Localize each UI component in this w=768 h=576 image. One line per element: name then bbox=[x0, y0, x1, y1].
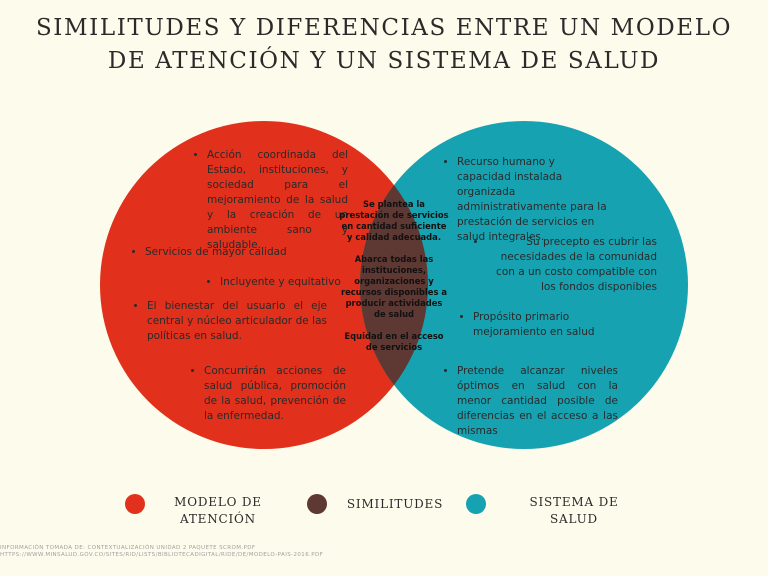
modelo-item-5: Concurrirán acciones de salud pública, p… bbox=[190, 364, 346, 424]
legend-label-modelo: MODELO DE ATENCIÓN bbox=[174, 495, 262, 526]
title-line-2: DE ATENCIÓN Y UN SISTEMA DE SALUD bbox=[107, 48, 661, 74]
sistema-circle bbox=[360, 121, 688, 449]
modelo-item-4: El bienestar del usuario el eje central … bbox=[133, 299, 327, 344]
legend-label-similitudes: SIMILITUDES bbox=[346, 497, 444, 511]
similitud-3: Equidad en el acceso de servicios bbox=[344, 331, 444, 352]
modelo-item-3: Incluyente y equitativo bbox=[206, 275, 346, 290]
legend-dot-modelo bbox=[125, 494, 145, 514]
modelo-item-1: Acción coordinada del Estado, institucio… bbox=[193, 148, 348, 253]
page-title: SIMILITUDES Y DIFERENCIAS ENTRE UN MODEL… bbox=[0, 12, 768, 78]
sistema-item-3: Propósito primario mejoramiento en salud bbox=[459, 310, 599, 340]
similitudes-text: Se plantea la prestación de servicios en… bbox=[339, 199, 449, 364]
sistema-item-1: Recurso humano y capacidad instalada org… bbox=[443, 155, 608, 245]
source-line-1: INFORMACIÓN TOMADA DE: CONTEXTUALIZACIÓN… bbox=[0, 545, 256, 551]
title-line-1: SIMILITUDES Y DIFERENCIAS ENTRE UN MODEL… bbox=[35, 15, 733, 41]
modelo-item-2: Servicios de mayor calidad bbox=[131, 245, 321, 260]
source-line-2: HTTPS://WWW.MINSALUD.GOV.CO/SITES/RID/LI… bbox=[0, 552, 324, 558]
legend-label-sistema: SISTEMA DE SALUD bbox=[529, 495, 619, 526]
similitud-1: Se plantea la prestación de servicios en… bbox=[339, 199, 449, 242]
sistema-item-2: Su precepto es cubrir las necesidades de… bbox=[473, 235, 657, 295]
legend-dot-similitudes bbox=[307, 494, 327, 514]
sistema-item-4: Pretende alcanzar niveles óptimos en sal… bbox=[443, 364, 618, 439]
legend-dot-sistema bbox=[466, 494, 486, 514]
modelo-circle bbox=[100, 121, 428, 449]
similitud-2: Abarca todas las instituciones, organiza… bbox=[340, 254, 448, 319]
